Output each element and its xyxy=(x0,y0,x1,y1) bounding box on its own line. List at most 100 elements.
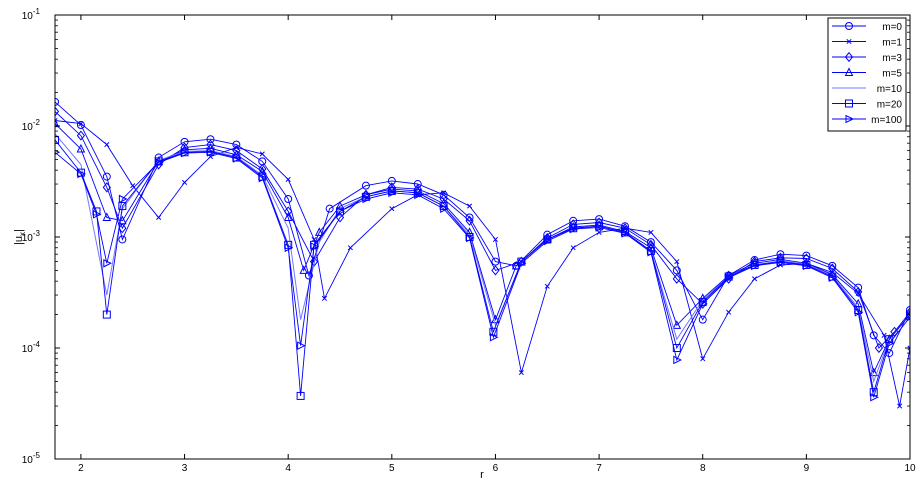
data-point-m=1-26 xyxy=(726,309,732,315)
data-point-m=3-9 xyxy=(284,206,293,217)
y-axis-label: |ux| xyxy=(13,229,27,245)
data-point-m=1-27 xyxy=(751,276,758,282)
data-point-m=1-19 xyxy=(544,283,550,289)
data-point-m=1-8 xyxy=(259,151,265,157)
x-tick-label: 2 xyxy=(78,463,84,474)
data-point-m=1-34 xyxy=(907,345,910,351)
data-point-m=0-1 xyxy=(76,121,85,130)
y-tick-base: 10 xyxy=(22,11,34,22)
data-point-m=1-5 xyxy=(181,179,188,186)
y-tick-exponent: -3 xyxy=(33,229,41,238)
data-point-m=3-10 xyxy=(309,256,319,267)
data-point-m=3-14 xyxy=(413,184,422,195)
data-point-m=1-18 xyxy=(518,370,524,376)
y-tick-label: 10-3 xyxy=(22,229,41,244)
data-point-m=3-25 xyxy=(698,298,707,309)
y-tick-label: 10-1 xyxy=(22,7,41,22)
data-point-m=100-34 xyxy=(870,392,879,402)
data-point-m=100-17 xyxy=(440,204,449,213)
legend-label-m=1: m=1 xyxy=(882,38,902,49)
data-point-m=100-20 xyxy=(517,258,527,268)
data-point-m=20-0 xyxy=(55,135,59,144)
data-point-m=100-8 xyxy=(232,154,242,163)
data-point-m=1-21 xyxy=(596,229,602,235)
data-point-m=1-17 xyxy=(492,236,499,243)
x-tick-label: 4 xyxy=(285,463,291,474)
data-point-m=20-4 xyxy=(118,202,127,211)
y-tick-base: 10 xyxy=(22,455,34,466)
y-axis-label-end: | xyxy=(13,229,25,232)
data-point-m=100-13 xyxy=(336,207,346,216)
data-point-m=3-0 xyxy=(55,106,60,117)
legend-label-m=3: m=3 xyxy=(882,53,902,64)
data-point-m=100-2 xyxy=(92,210,102,219)
data-point-m=100-21 xyxy=(543,236,553,246)
data-point-m=1-11 xyxy=(321,295,328,301)
data-point-m=100-1 xyxy=(77,169,87,179)
data-point-m=0-25 xyxy=(698,315,707,324)
x-tick-label: 3 xyxy=(182,463,188,474)
x-tick-label: 8 xyxy=(700,463,706,474)
legend-marker-m=20 xyxy=(845,99,853,108)
data-point-m=100-10 xyxy=(284,243,294,253)
data-point-m=0-32 xyxy=(869,331,878,340)
legend-marker-m=5 xyxy=(844,67,854,76)
data-point-m=5-11 xyxy=(314,227,324,236)
data-point-m=100-36 xyxy=(906,312,910,322)
legend: m=0m=1m=3m=5m=10m=20m=100 xyxy=(827,17,907,132)
data-point-m=0-17 xyxy=(491,257,500,266)
data-point-m=5-8 xyxy=(257,166,267,175)
data-point-m=20-3 xyxy=(102,310,111,319)
data-point-m=5-14 xyxy=(387,184,397,193)
data-point-m=100-15 xyxy=(388,188,397,198)
data-point-m=0-33 xyxy=(885,349,894,358)
x-tick-label: 5 xyxy=(389,463,395,474)
data-point-m=1-9 xyxy=(285,176,291,182)
data-point-m=1-4 xyxy=(156,214,162,221)
data-point-m=100-6 xyxy=(181,148,190,158)
series-line-m=100 xyxy=(55,151,910,398)
data-point-m=5-1 xyxy=(76,143,86,153)
legend-marker-m=100 xyxy=(845,114,855,124)
x-tick-label: 10 xyxy=(904,463,916,474)
data-point-m=1-25 xyxy=(700,356,706,362)
data-point-m=1-20 xyxy=(570,245,576,251)
data-point-m=0-12 xyxy=(361,181,370,190)
y-tick-base: 10 xyxy=(22,344,34,355)
data-point-m=5-10 xyxy=(299,265,309,274)
data-point-m=5-15 xyxy=(413,185,423,195)
y-axis-label-main: |u xyxy=(13,236,25,245)
data-point-m=1-2 xyxy=(104,142,110,148)
legend-label-m=0: m=0 xyxy=(882,22,902,33)
data-point-m=5-0 xyxy=(55,118,60,128)
data-point-m=3-2 xyxy=(102,182,111,193)
legend-label-m=10: m=10 xyxy=(877,84,903,95)
data-point-m=1-7 xyxy=(233,144,239,151)
data-point-m=100-32 xyxy=(828,273,838,282)
y-tick-label: 10-2 xyxy=(22,118,41,133)
x-tick-label: 6 xyxy=(493,463,499,474)
data-point-m=20-11 xyxy=(296,391,305,400)
y-tick-exponent: -4 xyxy=(33,340,41,349)
data-point-m=100-27 xyxy=(699,299,708,309)
data-point-m=100-7 xyxy=(206,147,216,157)
data-point-m=100-3 xyxy=(103,258,112,268)
data-point-m=1-24 xyxy=(674,259,680,265)
data-point-m=0-0 xyxy=(55,97,59,106)
data-point-m=0-22 xyxy=(621,222,629,231)
data-point-m=1-1 xyxy=(78,121,84,127)
data-point-m=100-16 xyxy=(414,190,423,200)
series-line-m=20 xyxy=(55,139,910,396)
data-point-m=100-29 xyxy=(751,261,760,271)
data-point-m=100-4 xyxy=(118,194,128,204)
legend-label-m=20: m=20 xyxy=(877,100,903,111)
data-point-m=3-11 xyxy=(335,212,345,223)
legend-marker-m=3 xyxy=(844,51,854,63)
y-tick-exponent: -1 xyxy=(33,7,41,16)
data-point-m=1-13 xyxy=(389,206,395,212)
data-point-m=3-21 xyxy=(594,217,604,228)
data-point-m=5-23 xyxy=(620,226,630,236)
y-tick-base: 10 xyxy=(22,233,34,244)
